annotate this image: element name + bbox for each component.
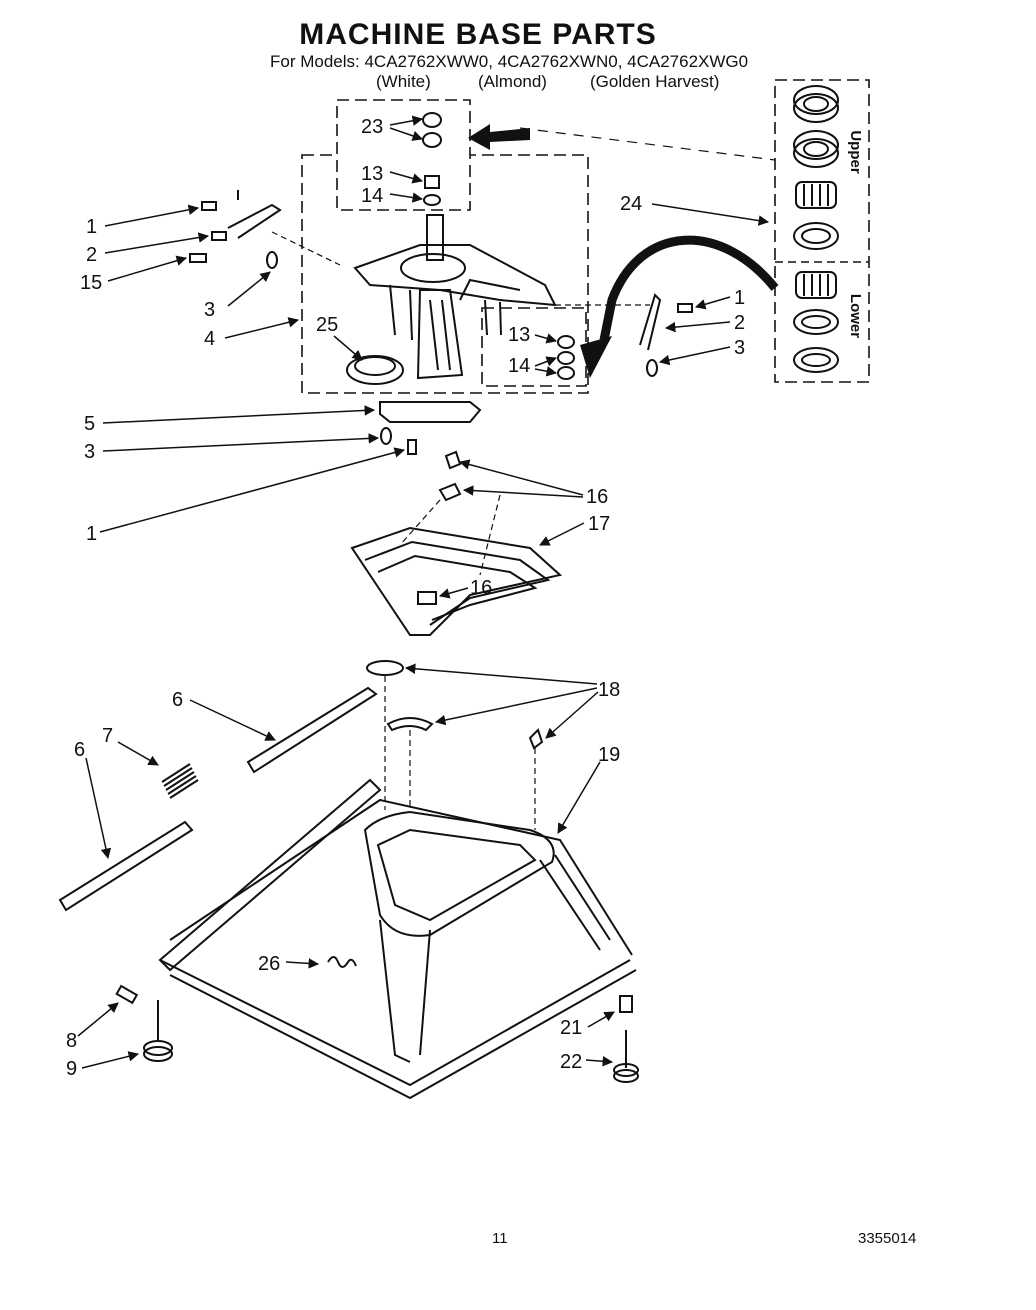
callout-1-lower: 1 — [86, 523, 97, 545]
callout-24: 24 — [620, 193, 642, 215]
callout-6: 6 — [172, 689, 183, 711]
callout-22: 22 — [560, 1051, 582, 1073]
callout-15: 15 — [80, 272, 102, 294]
callout-3-right: 3 — [734, 337, 745, 359]
callout-26: 26 — [258, 953, 280, 975]
finish-golden-harvest: (Golden Harvest) — [590, 72, 720, 91]
callout-14: 14 — [361, 185, 383, 207]
callout-9: 9 — [66, 1058, 77, 1080]
lower-nuts-icon — [557, 335, 575, 380]
callout-3-lower: 3 — [84, 441, 95, 463]
pads-icon — [366, 660, 544, 830]
callout-23: 23 — [361, 116, 383, 138]
right-bracket-icon — [555, 293, 693, 377]
finish-white: (White) — [376, 72, 431, 91]
callout-13: 13 — [361, 163, 383, 185]
callout-21: 21 — [560, 1017, 582, 1039]
callout-5: 5 — [84, 413, 95, 435]
page-title: MACHINE BASE PARTS — [299, 18, 657, 51]
doc-number: 3355014 — [858, 1230, 917, 1247]
left-bracket-icon — [189, 190, 341, 269]
hub-nut-group-box — [336, 99, 471, 211]
bearing-kit-box — [774, 79, 870, 383]
callout-16: 16 — [586, 486, 608, 508]
callout-4: 4 — [204, 328, 215, 350]
base-frame-icon — [158, 778, 637, 1100]
bearing-lower-label: Lower — [847, 294, 864, 338]
seal-icon — [346, 355, 404, 385]
callout-8: 8 — [66, 1030, 77, 1052]
finish-almond: (Almond) — [478, 72, 547, 91]
snubber-frame-icon — [350, 450, 563, 636]
callout-14-lower: 14 — [508, 355, 530, 377]
callout-13-lower: 13 — [508, 324, 530, 346]
feet-icon — [115, 956, 639, 1083]
callout-17: 17 — [588, 513, 610, 535]
models-line: For Models: 4CA2762XWW0, 4CA2762XWN0, 4C… — [270, 52, 749, 71]
bearing-upper-label: Upper — [847, 130, 864, 174]
callout-18: 18 — [598, 679, 620, 701]
callout-25: 25 — [316, 314, 338, 336]
callout-2: 2 — [86, 244, 97, 266]
bearing-kit-icon — [793, 85, 839, 373]
curved-pointer-arrow — [599, 235, 779, 341]
callout-6-lower: 6 — [74, 739, 85, 761]
callout-1: 1 — [86, 216, 97, 238]
callout-19: 19 — [598, 744, 620, 766]
callout-3: 3 — [204, 299, 215, 321]
page-number: 11 — [492, 1230, 508, 1247]
transmission-group-box — [301, 154, 589, 394]
strap-icon — [379, 401, 482, 455]
callout-1-right: 1 — [734, 287, 745, 309]
hub-pointer-arrow — [468, 124, 530, 150]
hub-nuts-icon — [422, 112, 442, 206]
callout-2-right: 2 — [734, 312, 745, 334]
side-brackets-icon — [58, 686, 378, 912]
callout-7: 7 — [102, 725, 113, 747]
callout-16-lower: 16 — [470, 577, 492, 599]
